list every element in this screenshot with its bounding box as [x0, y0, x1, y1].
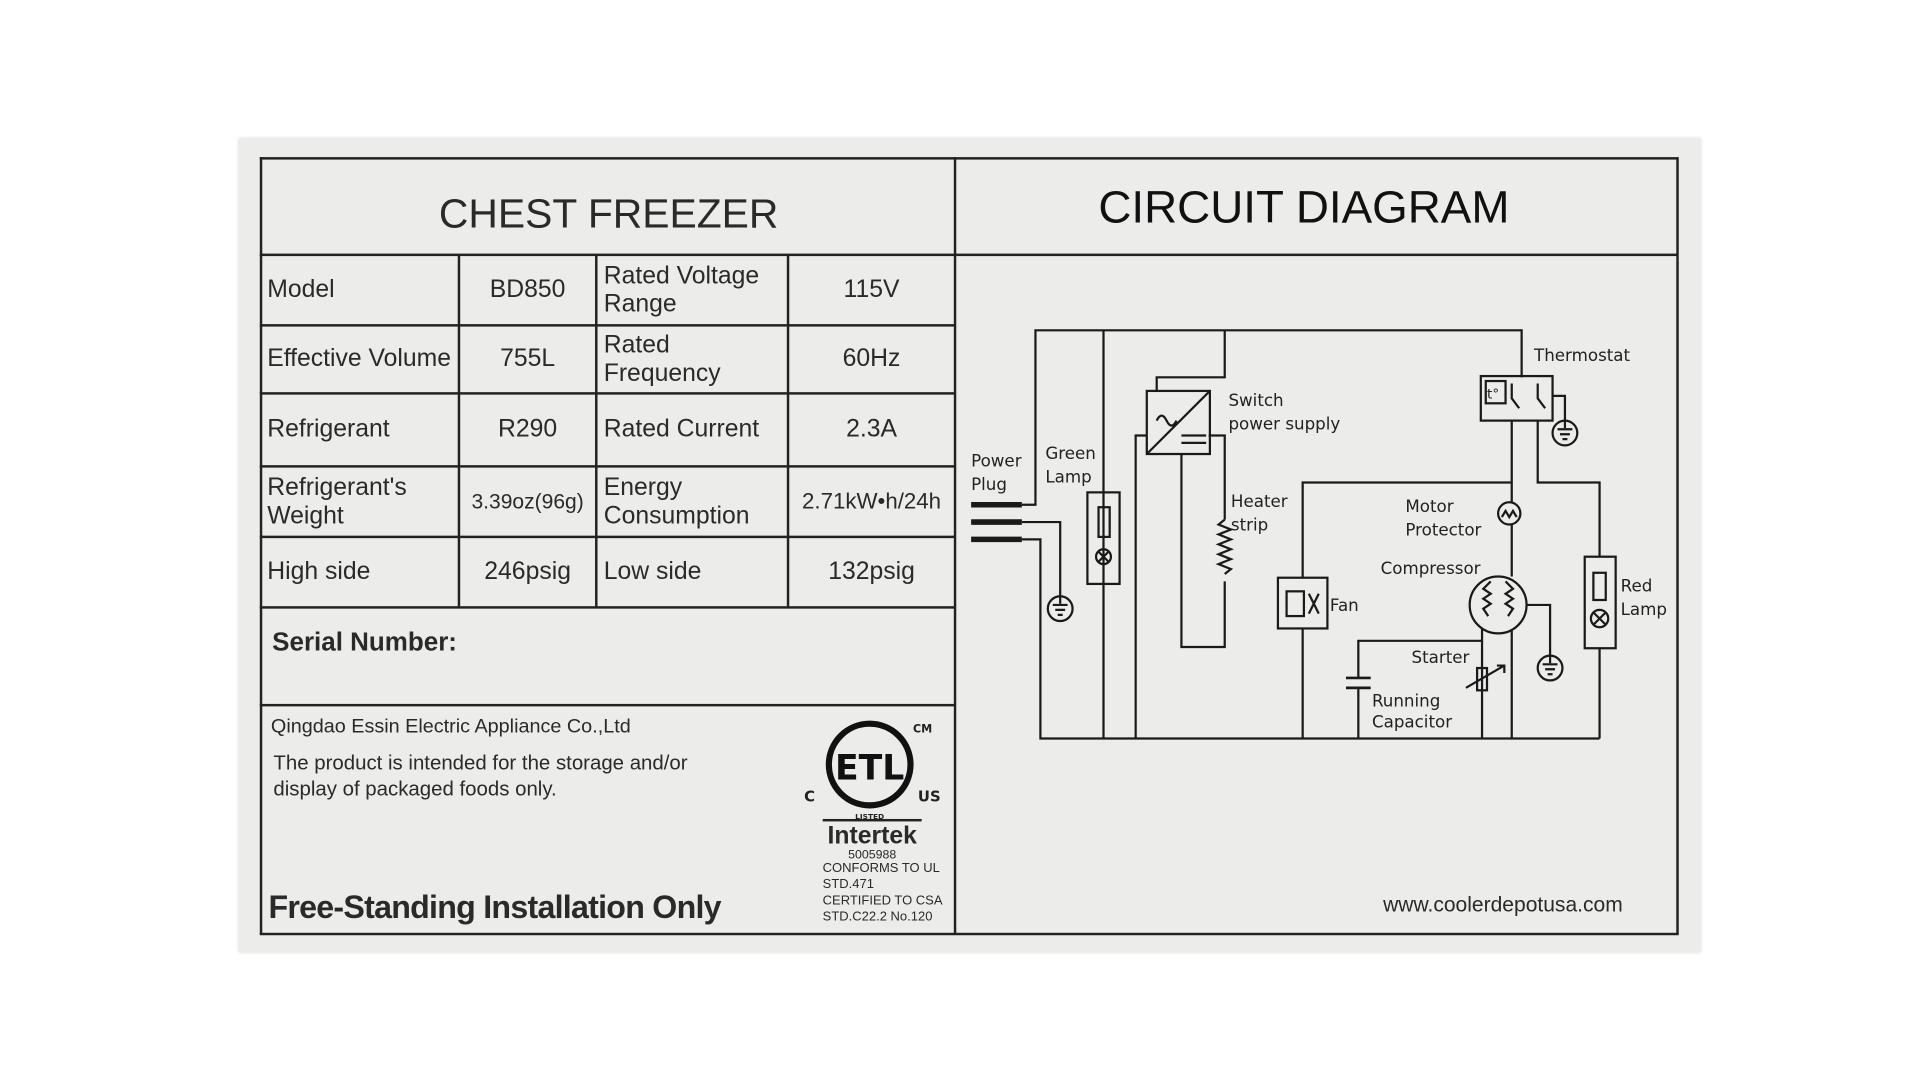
installation-note: Free-Standing Installation Only [268, 888, 721, 926]
spec-value-cell: BD850 [489, 275, 566, 304]
running-capacitor-icon [1345, 676, 1371, 690]
cert-line: CONFORMS TO UL [822, 861, 940, 876]
label-starter: Starter [1412, 647, 1470, 667]
spec-value2-cell: 2.3A [846, 415, 897, 443]
panel-divider [953, 157, 957, 935]
spec-value-cell: R290 [498, 415, 558, 443]
wires [1021, 329, 1601, 740]
ground-icon [1551, 419, 1579, 447]
spec-label-cell: High side [267, 557, 371, 586]
row-divider [259, 606, 956, 609]
label-heater-strip: Heater [1231, 491, 1288, 511]
intertek-brand: Intertek [827, 822, 917, 850]
row-divider [259, 465, 956, 468]
spec-value-cell: 755L [500, 345, 556, 373]
title-divider [259, 253, 1678, 257]
product-title: CHEST FREEZER [438, 190, 779, 237]
border-left [259, 157, 263, 935]
ground-icon [1536, 654, 1564, 682]
spec-label-cell: Model [267, 275, 335, 304]
spec-label-cell: Refrigerant [267, 415, 390, 443]
col-divider [457, 254, 461, 608]
label-power-plug: Power [971, 450, 1022, 470]
svg-text:CM: CM [913, 722, 932, 735]
ground-icon [1046, 595, 1074, 623]
switch-power-supply-icon [1145, 389, 1211, 456]
row-divider [259, 324, 956, 327]
label-power-plug: Plug [971, 474, 1007, 494]
green-lamp-icon [1086, 491, 1121, 586]
spec-value2-cell: 60Hz [842, 345, 901, 373]
row-divider [259, 703, 956, 707]
diagram-title: CIRCUIT DIAGRAM [1098, 181, 1510, 233]
label-compressor: Compressor [1381, 558, 1481, 578]
thermostat-symbol: t° [1487, 386, 1499, 402]
spec-label-cell: Refrigerant's Weight [267, 473, 407, 529]
thermostat-icon [1479, 374, 1554, 422]
label-running-capacitor: Running [1372, 690, 1440, 710]
border-right [1676, 157, 1679, 935]
spec-label2-cell: Low side [603, 557, 702, 586]
label-thermostat: Thermostat [1533, 345, 1631, 365]
label-switch-power-supply: power supply [1228, 413, 1340, 433]
spec-label2-cell: Rated Voltage Range [603, 261, 760, 318]
label-red-lamp: Lamp [1621, 599, 1667, 619]
spec-label2-cell: Energy Consumption [603, 473, 750, 529]
cert-rule [822, 818, 922, 822]
label-green-lamp: Green [1045, 443, 1096, 463]
manufacturer: Qingdao Essin Electric Appliance Co.,Ltd [270, 716, 631, 738]
label-switch-power-supply: Switch [1228, 390, 1283, 410]
cert-line: CERTIFIED TO CSA [822, 893, 943, 909]
spec-value2-cell: 132psig [828, 557, 915, 586]
label-red-lamp: Red [1621, 575, 1653, 595]
spec-value2-cell: 2.71kW•h/24h [802, 488, 942, 514]
spec-label2-cell: Rated Current [603, 415, 760, 443]
website: www.coolerdepotusa.com [1383, 893, 1623, 917]
spec-value2-cell: 115V [843, 275, 900, 304]
power-plug-icon [971, 501, 1022, 543]
starter-icon [1465, 664, 1506, 692]
border-top [259, 157, 1678, 160]
label-green-lamp: Lamp [1045, 466, 1091, 486]
serial-number-label: Serial Number: [272, 628, 457, 657]
usage-notice: The product is intended for the storage … [273, 752, 688, 801]
rating-label [238, 138, 1702, 953]
cert-line: STD.471 [822, 877, 874, 892]
spec-label2-cell: Rated Frequency [603, 330, 721, 387]
motor-protector-icon [1497, 501, 1522, 526]
svg-text:ETL: ETL [835, 748, 904, 788]
row-divider [259, 392, 956, 395]
cert-line: STD.C22.2 No.120 [822, 909, 933, 925]
label-running-capacitor: Capacitor [1372, 711, 1452, 731]
row-divider [259, 535, 956, 539]
svg-text:US: US [918, 789, 941, 806]
spec-value-cell: 246psig [484, 557, 571, 586]
label-heater-strip: strip [1231, 515, 1268, 535]
heater-strip-icon [1215, 518, 1234, 575]
spec-value-cell: 3.39oz(96g) [471, 489, 584, 514]
col-divider [786, 254, 790, 608]
cert-number: 5005988 [848, 848, 897, 863]
border-bottom [259, 932, 1679, 936]
spec-label-cell: Effective Volume [267, 345, 452, 373]
compressor-icon [1468, 575, 1528, 635]
svg-text:C: C [804, 789, 815, 806]
label-motor-protector: Motor [1405, 496, 1453, 516]
label-motor-protector: Protector [1405, 520, 1481, 540]
svg-text:LISTED: LISTED [855, 812, 884, 821]
label-fan: Fan [1330, 595, 1359, 615]
red-lamp-icon [1583, 555, 1617, 650]
etl-listed-mark: ETL CM C US LISTED [804, 720, 941, 821]
fan-icon [1276, 576, 1329, 630]
col-divider [595, 254, 598, 608]
